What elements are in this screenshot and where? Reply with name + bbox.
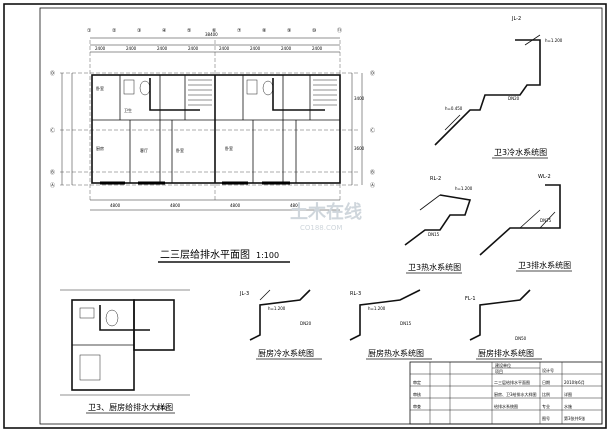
svg-text:专业: 专业	[542, 403, 550, 409]
dimension-label: 3600	[354, 146, 365, 151]
axis-marker: Ⓓ	[370, 70, 375, 77]
room-label: 客厅	[140, 147, 148, 153]
svg-text:h=1.200: h=1.200	[268, 306, 286, 311]
dimension-label: 4800	[110, 203, 121, 208]
dimension-label: 3400	[354, 96, 365, 101]
svg-text:建设单位: 建设单位	[495, 362, 511, 368]
dimension-label: 2400	[312, 46, 323, 51]
svg-text:DN20: DN20	[300, 321, 312, 326]
dimension-label: 2400	[281, 46, 292, 51]
svg-text:2010年6月: 2010年6月	[564, 379, 585, 385]
system-label: 厨房热水系统图	[368, 348, 424, 358]
room-label: 厨房	[96, 145, 104, 151]
axis-marker: Ⓒ	[370, 127, 375, 134]
room-label: 卫生	[124, 107, 132, 113]
svg-text:JL-3: JL-3	[239, 291, 249, 297]
svg-text:DN15: DN15	[428, 232, 440, 237]
watermark: 土木在线	[290, 201, 362, 223]
axis-marker: Ⓐ	[50, 182, 55, 189]
axis-marker: ⑪	[337, 27, 342, 34]
svg-text:审定: 审定	[413, 379, 421, 385]
dimension-label: 4800	[170, 203, 181, 208]
system-drain-wc3: WL-2 DN75 卫3排水系统图	[479, 174, 572, 272]
title-block	[409, 361, 603, 425]
axis-marker: Ⓒ	[50, 127, 55, 134]
svg-text:DN15: DN15	[400, 321, 412, 326]
overall-dimension: 38400	[205, 32, 218, 37]
system-label: 卫3排水系统图	[518, 260, 571, 270]
dimension-label: 2400	[126, 46, 137, 51]
svg-text:图号: 图号	[542, 415, 550, 421]
detail-title: 卫3、厨房给排水大样图	[88, 402, 173, 412]
axis-marker: ⑦	[237, 28, 242, 34]
axis-marker: ⑥	[212, 28, 217, 34]
detail-scale: 1:50	[156, 406, 167, 412]
plan-scale: 1:100	[256, 251, 279, 260]
svg-text:JL-2: JL-2	[511, 16, 521, 22]
title-block-text: 审定 审核 审查 建设单位 项目 二三层给排水平面图 厨房、卫3给排水大样图 给…	[413, 362, 585, 421]
svg-text:二三层给排水平面图: 二三层给排水平面图	[494, 379, 530, 385]
svg-text:第3张共6张: 第3张共6张	[564, 415, 585, 421]
dimension-label: 4800	[290, 203, 301, 208]
axis-marker: Ⓑ	[370, 169, 375, 176]
plan-title: 二三层给排水平面图	[160, 248, 250, 261]
axis-marker: ⑨	[287, 28, 291, 34]
svg-text:项目: 项目	[495, 368, 503, 374]
svg-text:DN75: DN75	[540, 218, 552, 223]
detail-plan	[60, 289, 190, 396]
system-cold-water-kitchen: JL-3 h=1.200 DN20 厨房冷水系统图	[239, 289, 322, 360]
svg-text:厨房、卫3给排水大样图: 厨房、卫3给排水大样图	[494, 391, 537, 397]
svg-text:日期: 日期	[542, 379, 550, 385]
svg-text:水施: 水施	[564, 403, 572, 409]
svg-text:FL-1: FL-1	[465, 296, 476, 302]
room-label: 卧室	[176, 147, 184, 153]
svg-text:RL-2: RL-2	[430, 176, 441, 182]
svg-text:比例: 比例	[542, 391, 550, 397]
system-label: 厨房排水系统图	[478, 348, 534, 358]
dimension-label: 4800	[230, 203, 241, 208]
svg-text:详图: 详图	[564, 391, 572, 397]
inner-frame	[39, 7, 603, 425]
dimension-label: 2400	[188, 46, 199, 51]
dimension-label: 2400	[219, 46, 230, 51]
svg-text:审查: 审查	[413, 403, 421, 409]
svg-text:DN50: DN50	[515, 336, 527, 341]
axis-marker: ⑩	[312, 28, 317, 34]
system-hot-water-wc3: RL-2 h=1.200 DN15 卫3热水系统图	[404, 176, 473, 274]
axis-marker: Ⓓ	[50, 70, 55, 77]
axis-marker: ⑧	[262, 28, 267, 34]
svg-text:RL-3: RL-3	[350, 291, 361, 297]
axis-marker: ②	[112, 28, 117, 34]
svg-text:给排水系统图: 给排水系统图	[494, 403, 518, 409]
svg-text:DN20: DN20	[508, 96, 520, 101]
dimension-label: 2400	[157, 46, 168, 51]
system-drain-kitchen: FL-1 DN50 厨房排水系统图	[465, 289, 542, 360]
system-label: 厨房冷水系统图	[258, 348, 314, 358]
axis-marker: ③	[137, 28, 141, 34]
svg-text:h=1.200: h=1.200	[368, 306, 386, 311]
axis-marker: ④	[162, 28, 167, 34]
system-hot-water-kitchen: RL-3 h=1.200 DN15 厨房热水系统图	[349, 289, 432, 360]
axis-marker: ①	[87, 28, 92, 34]
watermark-sub: CO188.COM	[300, 224, 342, 232]
svg-text:设计号: 设计号	[542, 367, 554, 373]
system-cold-water-wc3: JL-2 h=1.200 h=0.450 DN20 卫3冷水系统图	[434, 16, 563, 159]
svg-text:h=1.200: h=1.200	[455, 186, 473, 191]
axis-marker: Ⓑ	[50, 169, 55, 176]
svg-text:h=0.450: h=0.450	[445, 106, 463, 111]
dimension-label: 2400	[95, 46, 106, 51]
axis-marker: Ⓐ	[370, 182, 375, 189]
system-label: 卫3热水系统图	[408, 262, 461, 272]
dimension-label: 2400	[250, 46, 261, 51]
room-label: 卧室	[225, 145, 233, 151]
room-label: 卧室	[96, 85, 104, 91]
svg-text:WL-2: WL-2	[538, 174, 551, 180]
axis-marker: ⑤	[187, 28, 191, 34]
sheet-frame	[3, 3, 607, 429]
system-label: 卫3冷水系统图	[494, 147, 547, 157]
svg-text:审核: 审核	[413, 391, 421, 397]
floor-plan: ① ② ③ ④ ⑤ ⑥ ⑦ ⑧ ⑨ ⑩ ⑪ 2400 2400 2400 2400 2400 2400 2400 2…	[50, 27, 375, 211]
svg-text:h=1.200: h=1.200	[545, 38, 563, 43]
